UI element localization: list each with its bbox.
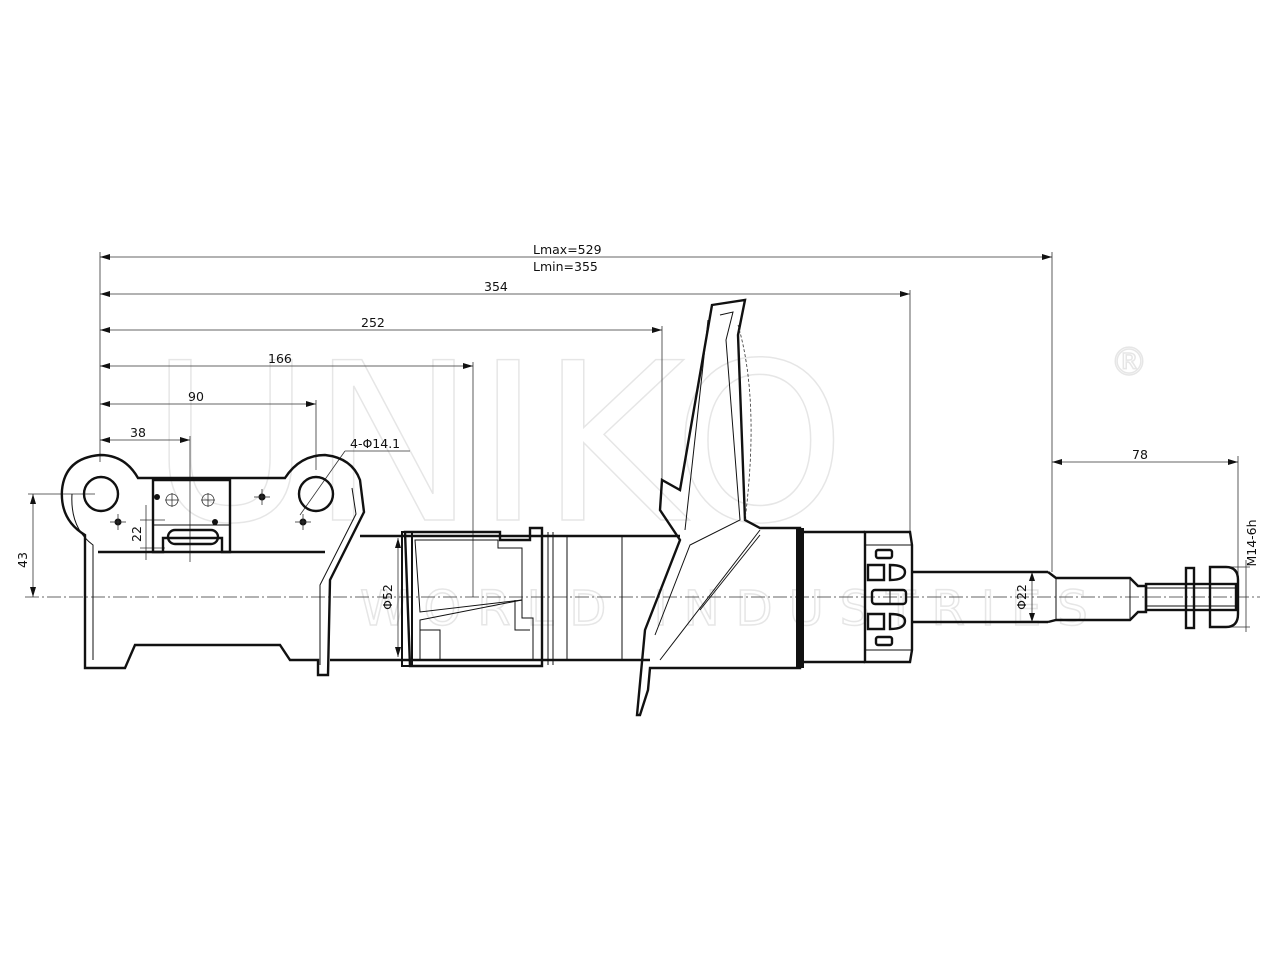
dim-78-label: 78 — [1132, 447, 1148, 462]
dim-166-label: 166 — [268, 351, 292, 366]
dim-38-label: 38 — [130, 425, 146, 440]
lmin-label: Lmin=355 — [533, 259, 598, 274]
dim-22-label: 22 — [129, 526, 144, 542]
piston-rod — [912, 565, 1240, 630]
spring-plate — [635, 298, 804, 717]
dim-90-label: 90 — [188, 389, 204, 404]
strut-body — [330, 526, 680, 668]
watermark-tagline: WORLD INDUSTRIES — [360, 581, 1104, 637]
upper-tube — [804, 530, 914, 664]
watermark-registered: ® — [1110, 340, 1148, 384]
dim-43-label: 43 — [15, 552, 30, 568]
dia-52-label: Φ52 — [380, 584, 395, 610]
dia-22-label: Φ22 — [1014, 584, 1029, 610]
dimension-labels: Lmax=529 Lmin=355 354 252 166 90 38 4-Φ1… — [15, 242, 1259, 610]
mounting-bracket — [60, 453, 366, 677]
holes-label: 4-Φ14.1 — [350, 436, 400, 451]
thread-label: M14-6h — [1244, 519, 1259, 566]
bolt-hole-markers — [110, 489, 311, 530]
dim-252-label: 252 — [361, 315, 385, 330]
watermark: UNIKO WORLD INDUSTRIES ® — [149, 315, 1149, 638]
watermark-mark: UNIKO — [150, 316, 846, 572]
dim-354-label: 354 — [484, 279, 508, 294]
lmax-label: Lmax=529 — [533, 242, 602, 257]
